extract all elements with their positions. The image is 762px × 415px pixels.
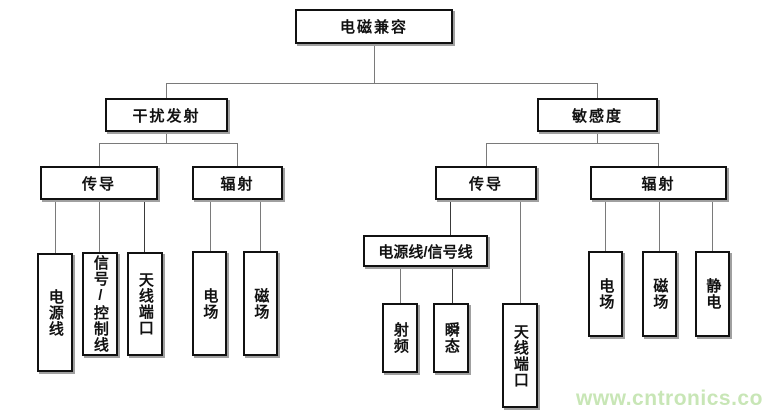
- connector-line: [99, 200, 100, 252]
- node-magnetic-field-susceptibility: 磁场: [642, 251, 677, 337]
- connector-line: [520, 200, 521, 303]
- node-conduction-susceptibility: 传导: [435, 166, 537, 200]
- connector-line: [658, 143, 659, 166]
- connector-line: [712, 200, 713, 251]
- node-rf: 射频: [382, 303, 418, 373]
- connector-line: [486, 143, 487, 166]
- connector-line: [144, 200, 145, 252]
- connector-line: [400, 267, 401, 303]
- node-electric-field-susceptibility: 电场: [588, 251, 623, 337]
- connector-line: [166, 132, 167, 143]
- connector-line: [452, 267, 453, 303]
- connector-line: [374, 43, 375, 83]
- connector-line: [597, 132, 598, 143]
- node-electric-field-emission: 电场: [192, 251, 227, 356]
- connector-line: [260, 200, 261, 251]
- connector-line: [450, 200, 451, 235]
- connector-line: [210, 200, 211, 251]
- node-conduction-emission: 传导: [40, 166, 158, 200]
- connector-line: [659, 200, 660, 251]
- node-antenna-port-susceptibility: 天线端口: [502, 303, 538, 408]
- connector-line: [237, 143, 238, 166]
- node-electrostatic: 静电: [695, 251, 730, 337]
- node-interference-emission: 干扰发射: [105, 98, 228, 132]
- node-radiation-susceptibility: 辐射: [590, 166, 727, 200]
- node-radiation-emission: 辐射: [192, 166, 283, 200]
- node-signal-control-line: 信号/控制线: [82, 252, 118, 356]
- node-antenna-port-emission: 天线端口: [127, 252, 163, 356]
- connector-line: [55, 200, 56, 253]
- node-susceptibility: 敏感度: [537, 98, 658, 132]
- connector-line: [597, 83, 598, 98]
- connector-line: [166, 83, 598, 84]
- node-transient: 瞬态: [433, 303, 469, 373]
- node-emc-root: 电磁兼容: [295, 9, 453, 44]
- connector-line: [166, 83, 167, 98]
- connector-line: [99, 143, 238, 144]
- node-magnetic-field-emission: 磁场: [243, 251, 278, 356]
- node-power-signal-line: 电源线/信号线: [363, 235, 488, 267]
- connector-line: [99, 143, 100, 166]
- node-power-line: 电源线: [37, 253, 73, 372]
- connector-line: [486, 143, 659, 144]
- watermark-text: www.cntronics.com: [576, 387, 762, 410]
- connector-line: [605, 200, 606, 251]
